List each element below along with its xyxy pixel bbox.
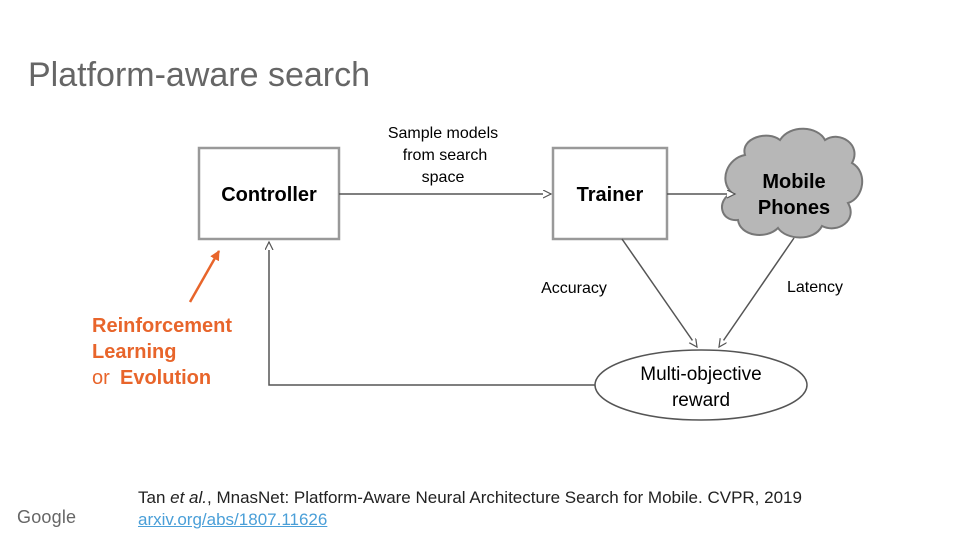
citation-title: , MnasNet: Platform-Aware Neural Archite… [207, 488, 802, 507]
controller-label: Controller [221, 184, 317, 206]
controller-node: Controller [197, 146, 341, 241]
citation: Tan et al., MnasNet: Platform-Aware Neur… [138, 487, 802, 531]
annotation-line1: Reinforcement [92, 315, 232, 337]
citation-etal: et al. [170, 488, 208, 507]
cloud-shape [721, 127, 863, 239]
sample-label-line1: Sample models [388, 125, 498, 142]
reward-node: Multi-objective reward [594, 349, 808, 421]
mobile-phones-label-line1: Mobile [762, 171, 825, 193]
reward-to-controller-arrow [269, 242, 595, 386]
mobile-phones-node: Mobile Phones [721, 127, 863, 239]
trainer-label: Trainer [577, 184, 644, 206]
google-logo: Google [17, 507, 77, 527]
sample-label-line3: space [422, 169, 465, 186]
search-method-annotation: Reinforcement Learning or Evolution [92, 315, 232, 389]
annotation-line3: Evolution [120, 367, 211, 389]
citation-authors: Tan [138, 488, 166, 507]
citation-text: Tan et al., MnasNet: Platform-Aware Neur… [138, 487, 802, 509]
annotation-line2: Learning [92, 341, 176, 363]
reward-label-line2: reward [672, 390, 730, 411]
annotation-or: or [92, 367, 110, 389]
citation-link[interactable]: arxiv.org/abs/1807.11626 [138, 510, 328, 529]
sample-label-line2: from search [403, 147, 487, 164]
slide-title: Platform-aware search [28, 56, 371, 94]
annotation-arrow [188, 250, 221, 303]
phones-to-reward-arrow [719, 237, 795, 347]
latency-label: Latency [787, 279, 843, 296]
trainer-to-reward-arrow [621, 238, 697, 347]
trainer-node: Trainer [551, 146, 669, 241]
mobile-phones-label-line2: Phones [758, 197, 830, 219]
accuracy-label: Accuracy [541, 280, 607, 297]
reward-label-line1: Multi-objective [640, 364, 761, 385]
